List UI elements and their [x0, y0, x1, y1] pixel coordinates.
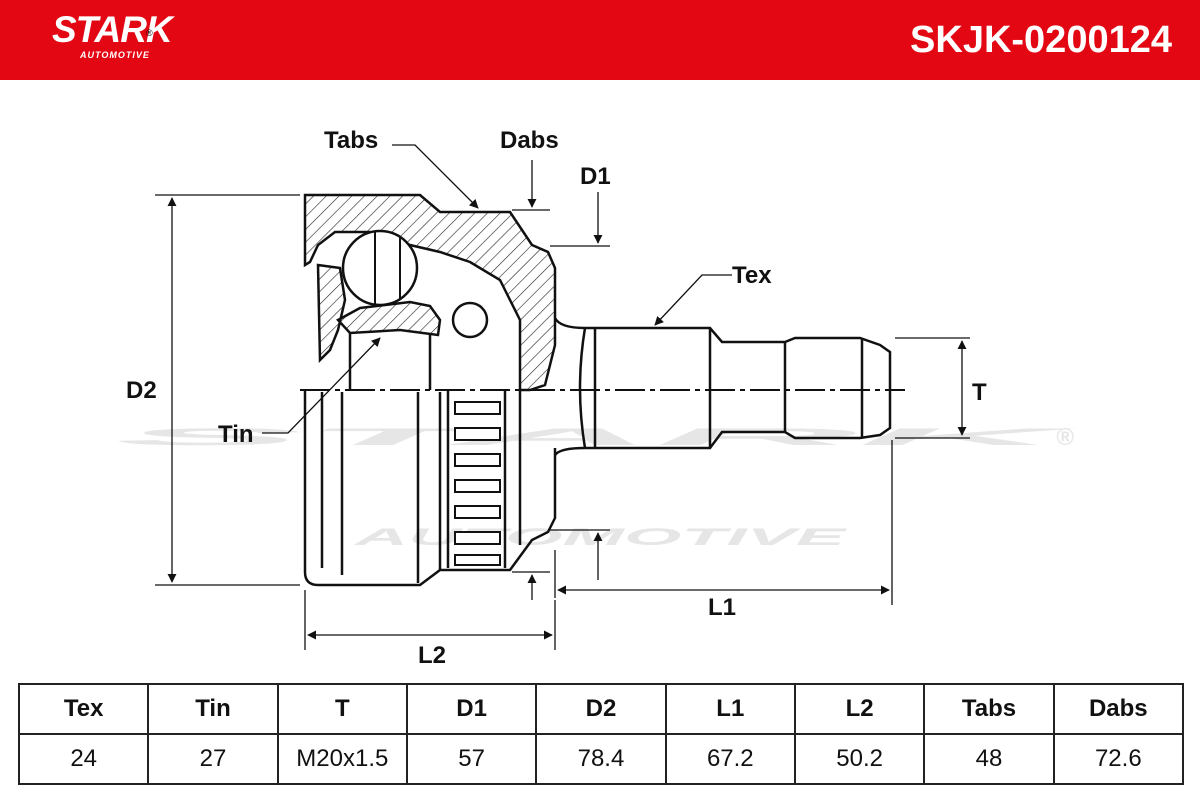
- label-tin: Tin: [218, 421, 254, 448]
- spec-value-cell: 24: [17, 733, 150, 785]
- spec-header-cell: L1: [664, 683, 796, 735]
- spec-header-cell: D2: [535, 683, 667, 735]
- watermark-registered: ®: [1056, 424, 1074, 451]
- spec-table-value-row: 24 27 M20x1.5 57 78.4 67.2 50.2 48 72.6: [17, 733, 1185, 785]
- spec-header-cell: Tabs: [923, 683, 1055, 735]
- spec-header-cell: L2: [793, 683, 926, 735]
- label-tex: Tex: [732, 262, 772, 289]
- spec-value-cell: 48: [923, 733, 1055, 785]
- cv-joint-drawing: STARK AUTOMOTIVE ®: [115, 127, 1079, 669]
- label-d1: D1: [580, 163, 611, 190]
- brand-subtitle: AUTOMOTIVE: [80, 50, 150, 60]
- header-bar: STARK AUTOMOTIVE ® SKJK-0200124: [0, 0, 1200, 80]
- label-tabs: Tabs: [324, 127, 378, 154]
- abs-ring-teeth: [454, 401, 501, 566]
- label-d2: D2: [126, 377, 157, 404]
- label-l2: L2: [418, 642, 446, 669]
- housing-outline: [303, 333, 557, 587]
- dimension-lines: [155, 144, 970, 650]
- label-dabs: Dabs: [500, 127, 559, 154]
- spec-value-cell: 78.4: [535, 733, 667, 785]
- brand-name: STARK: [52, 9, 173, 50]
- spec-header-cell: Tin: [147, 683, 279, 735]
- label-t: T: [972, 379, 987, 406]
- spec-value-cell: M20x1.5: [276, 733, 408, 785]
- spec-value-cell: 67.2: [664, 733, 796, 785]
- spec-value-cell: 27: [147, 733, 279, 785]
- spec-header-cell: Dabs: [1052, 683, 1185, 735]
- spec-table-header-row: Tex Tin T D1 D2 L1 L2 Tabs Dabs: [17, 683, 1185, 735]
- spec-header-cell: T: [276, 683, 408, 735]
- brand-registered-mark: ®: [146, 28, 153, 38]
- label-l1: L1: [708, 594, 736, 621]
- ball: [341, 229, 419, 307]
- housing-section: [303, 193, 557, 392]
- spec-header-cell: Tex: [17, 683, 150, 735]
- spec-table: Tex Tin T D1 D2 L1 L2 Tabs Dabs 24 27 M2…: [17, 683, 1185, 785]
- part-number: SKJK-0200124: [910, 19, 1172, 61]
- spec-value-cell: 50.2: [793, 733, 926, 785]
- spec-value-cell: 72.6: [1052, 733, 1185, 785]
- watermark-subtitle: AUTOMOTIVE: [352, 524, 848, 551]
- spec-value-cell: 57: [405, 733, 538, 785]
- brand-logo: STARK AUTOMOTIVE: [52, 9, 173, 61]
- spec-header-cell: D1: [405, 683, 538, 735]
